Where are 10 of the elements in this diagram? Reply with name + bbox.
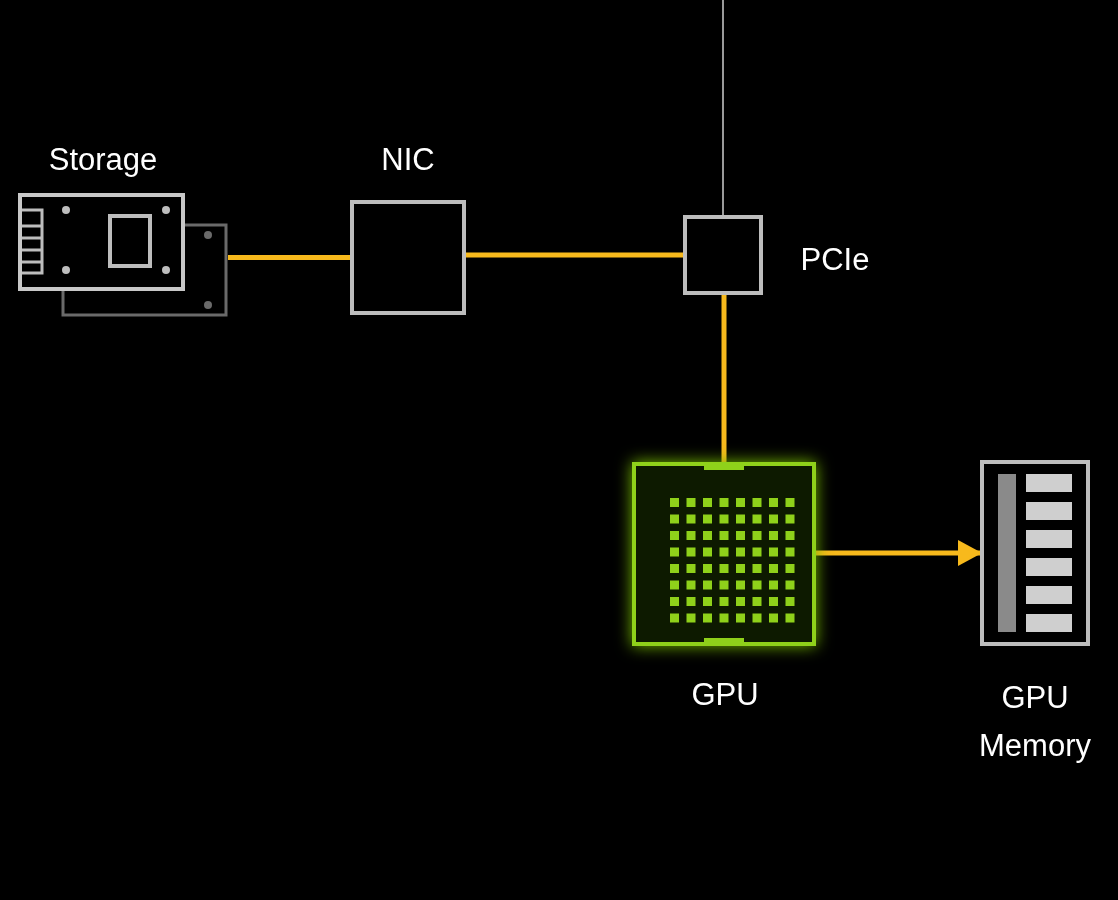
node-label: GPU Memory — [978, 679, 1092, 765]
node-label: PCIe — [799, 241, 871, 279]
connector-line — [466, 252, 683, 258]
connector-line — [721, 295, 727, 462]
node-label: Storage — [47, 141, 159, 179]
arrow — [816, 540, 982, 566]
node-label: NIC — [380, 141, 436, 179]
node-label: GPU — [690, 676, 760, 714]
connector-line — [722, 0, 724, 216]
connector-line — [228, 255, 350, 260]
